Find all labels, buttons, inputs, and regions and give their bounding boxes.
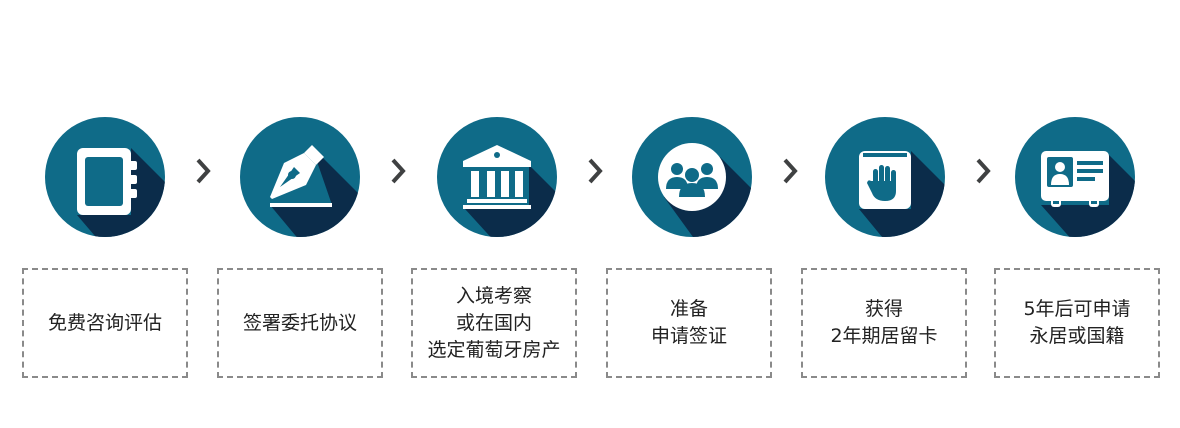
step-5-line-2: 2年期居留卡 <box>830 325 938 347</box>
step-6-icon-circle <box>1015 117 1135 237</box>
chevron-right-icon <box>193 154 213 190</box>
step-4-box: 准备 申请签证 <box>606 268 772 378</box>
step-2-line-1: 签署委托协议 <box>242 311 357 334</box>
step-2-icon-circle <box>240 117 360 237</box>
step-4-line-1: 准备 <box>669 298 708 320</box>
step-3-icon-circle <box>437 117 557 237</box>
chevron-right-icon <box>388 154 408 190</box>
notebook-icon <box>45 117 165 237</box>
step-3-line-1: 入境考察 <box>455 284 532 307</box>
group-people-icon <box>632 117 752 237</box>
step-2-box: 签署委托协议 <box>217 268 383 378</box>
step-6-line-2: 永居或国籍 <box>1029 325 1125 347</box>
step-5-icon-circle <box>825 117 945 237</box>
step-3-box: 入境考察 或在国内 选定葡萄牙房产 <box>411 268 577 378</box>
step-1-box: 免费咨询评估 <box>22 268 188 378</box>
step-5-box: 获得 2年期居留卡 <box>801 268 967 378</box>
fountain-pen-icon <box>240 117 360 237</box>
chevron-right-icon <box>780 154 800 190</box>
step-3-line-2: 或在国内 <box>455 311 532 334</box>
step-1-line-1: 免费咨询评估 <box>47 311 162 334</box>
chevron-right-icon <box>973 154 993 190</box>
step-4-icon-circle <box>632 117 752 237</box>
step-3-line-3: 选定葡萄牙房产 <box>427 338 561 361</box>
step-4-line-2: 申请签证 <box>650 325 727 347</box>
step-5-line-1: 获得 <box>864 298 903 320</box>
step-1-icon-circle <box>45 117 165 237</box>
step-6-line-1: 5年后可申请 <box>1023 298 1131 320</box>
bank-building-icon <box>437 117 557 237</box>
id-card-icon <box>1015 117 1135 237</box>
hand-card-icon <box>825 117 945 237</box>
step-6-box: 5年后可申请 永居或国籍 <box>994 268 1160 378</box>
chevron-right-icon <box>585 154 605 190</box>
